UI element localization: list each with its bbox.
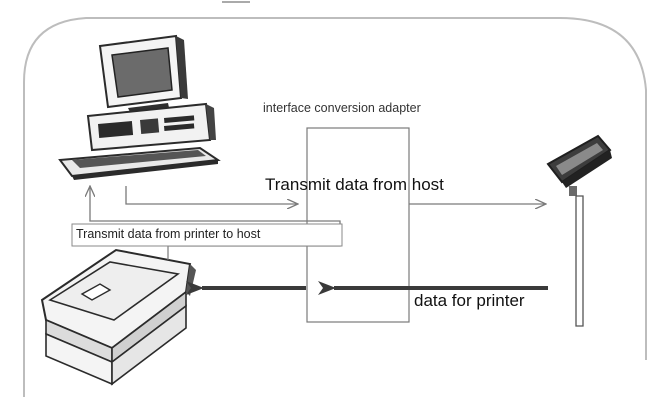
printer-icon [40, 248, 196, 386]
adapter-label: interface conversion adapter [263, 101, 421, 115]
printer-to-host-label: Transmit data from printer to host [76, 227, 261, 241]
host-data-label: Transmit data from host [265, 175, 444, 194]
computer-icon [58, 34, 221, 180]
printer-to-host-label-box [71, 223, 343, 247]
printer-data-label: data for printer [414, 291, 525, 310]
pole-display-icon [546, 134, 612, 327]
host-to-adapter-line [125, 186, 298, 204]
system-boundary [23, 17, 647, 397]
